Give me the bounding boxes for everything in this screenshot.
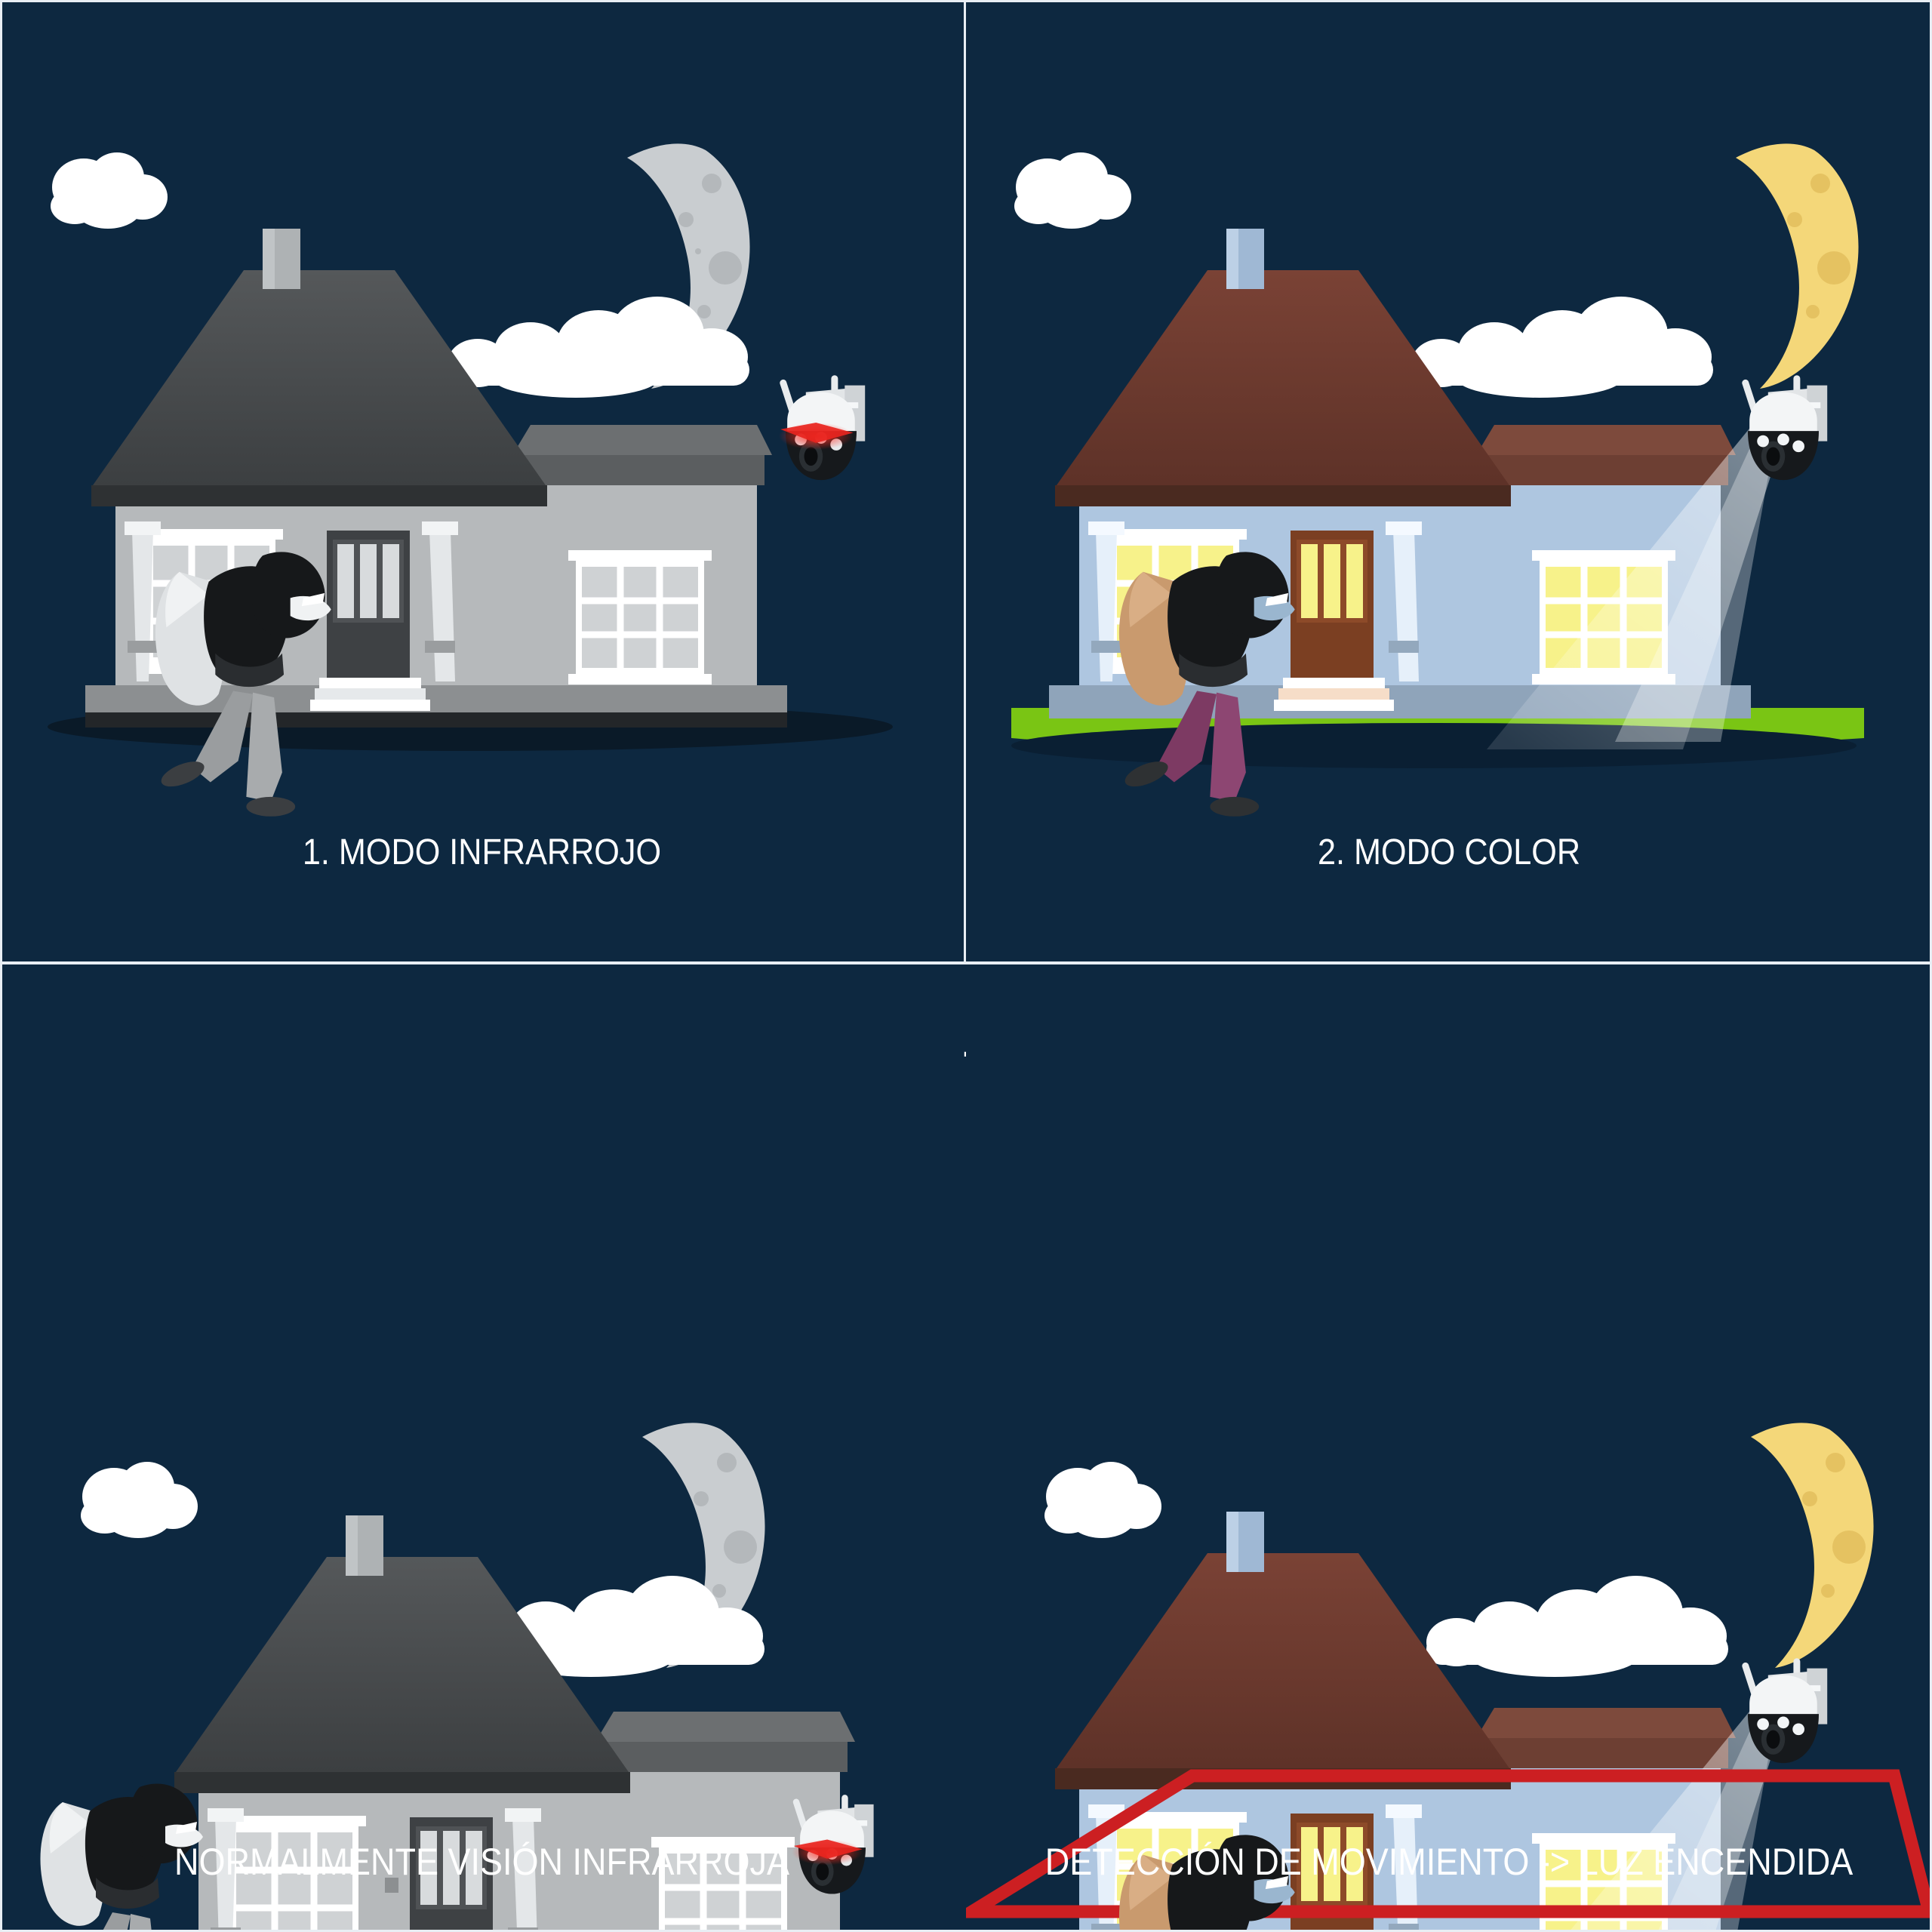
burglar-grayscale [40,1783,203,1930]
burglar-grayscale [155,552,331,817]
border-right [1930,0,1932,1932]
scene-infrared [2,2,964,961]
security-camera-infrared [792,1795,874,1894]
scene-smart-infrared [2,964,964,1930]
column-right [422,521,458,681]
panel-color [966,2,1930,961]
camera-light-beam [1487,425,1787,749]
column-right [505,1808,541,1930]
house-grayscale [174,1515,855,1930]
cloud-small-icon [81,1462,198,1538]
panel-smart-infrared [2,964,964,1930]
panel-infrared [2,2,964,961]
camera-light-beam [1571,1708,1787,1930]
caption-panel-smart-infrared: NORMALMENTE VISIÓN INFRARROJA [174,1841,790,1883]
cloud-large-icon [1411,297,1713,398]
cloud-small-icon [1014,152,1131,229]
column-left [125,521,161,681]
column-right [1386,1804,1422,1930]
panel-divider-vertical [964,0,966,964]
caption-panel-color: 2. MODO COLOR [1317,832,1581,872]
border-top [0,0,1932,2]
column-left [1088,1804,1124,1930]
scene-color [966,2,1930,961]
scene-smart-triggered [966,964,1930,1930]
cloud-large-icon [1426,1576,1728,1677]
security-camera-infrared [778,375,866,481]
motion-detection-zone [966,1769,1930,1918]
caption-panel-infrared: 1. MODO INFRARROJO [302,832,662,872]
panel-divider-horizontal [0,961,1932,964]
security-camera-spotlight [1742,1658,1828,1764]
burglar-color [1118,1835,1295,1930]
caption-panel-smart-triggered: DETECCIÓN DE MOVIMIENTO -> LUZ ENCENDIDA [1044,1841,1854,1883]
cloud-large-icon [448,297,749,398]
security-camera-spotlight [1742,375,1828,481]
moon-gray-icon [627,143,750,389]
moon-yellow-icon [1751,1423,1874,1668]
column-left [208,1808,244,1930]
border-left [0,0,2,1932]
cloud-small-icon [1044,1462,1161,1538]
column-right [1386,521,1422,681]
column-left [1088,521,1124,681]
burglar-color [1118,552,1295,817]
moon-gray-icon [642,1423,765,1668]
cloud-small-icon [51,152,168,229]
border-bottom [0,1930,1932,1932]
panel-smart-triggered [966,964,1930,1930]
moon-yellow-icon [1736,143,1859,389]
